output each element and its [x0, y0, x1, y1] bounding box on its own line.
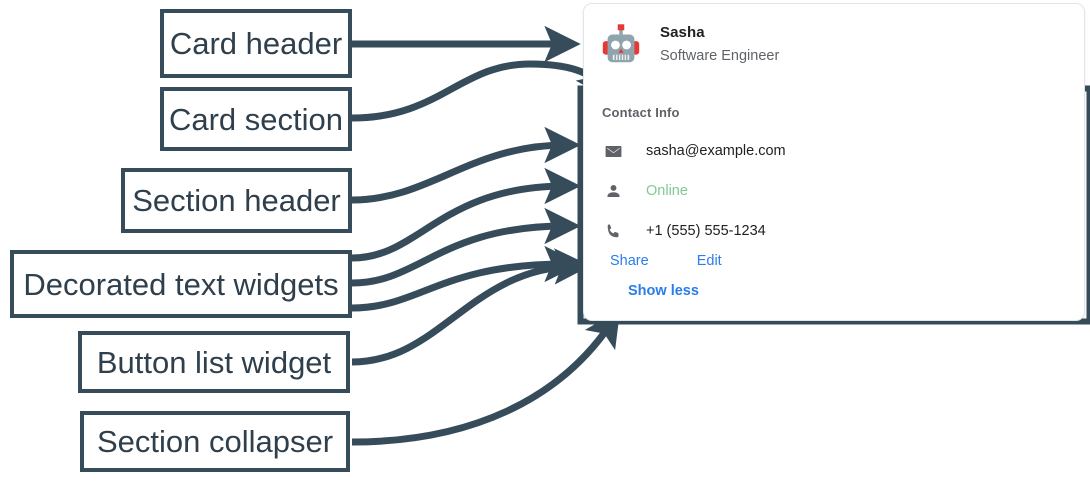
decorated-text-row-phone: +1 (555) 555-1234: [602, 211, 1084, 251]
button-list-widget: Share Edit: [610, 253, 1084, 269]
arrow-section-header: [351, 126, 581, 204]
decorated-text-row-status: Online: [602, 171, 1084, 211]
label-text: Section header: [132, 183, 341, 218]
label-card-section: Card section: [160, 87, 352, 151]
arrow-button-list: [351, 248, 591, 366]
arrow-card-section: [351, 59, 612, 122]
section-collapser-button[interactable]: Show less: [628, 283, 699, 299]
label-section-header: Section header: [121, 168, 352, 233]
edit-button[interactable]: Edit: [696, 253, 722, 269]
card-section: Contact Info sasha@example.com Online: [584, 87, 1084, 320]
label-text: Button list widget: [96, 344, 332, 380]
arrow-decorated-text-2: [351, 207, 581, 287]
arrow-decorated-text-3: [351, 245, 581, 312]
phone-icon: [602, 222, 624, 241]
label-text: Section collapser: [96, 424, 334, 459]
section-header: Contact Info: [602, 105, 680, 120]
arrow-section-collapser: [351, 309, 621, 446]
label-button-list-widget: Button list widget: [78, 331, 350, 393]
email-value: sasha@example.com: [646, 143, 786, 159]
label-decorated-text-widgets: Decorated text widgets: [10, 250, 352, 318]
card-header-text: Sasha Software Engineer: [660, 23, 779, 66]
status-value: Online: [646, 183, 688, 199]
label-text: Card header: [169, 26, 343, 61]
label-section-collapser: Section collapser: [80, 411, 350, 472]
label-text: Card section: [168, 101, 344, 137]
label-text: Decorated text widgets: [23, 266, 339, 302]
person-icon: [602, 182, 624, 201]
label-card-header: Card header: [160, 9, 352, 78]
arrow-decorated-text-1: [351, 167, 581, 262]
share-button[interactable]: Share: [610, 253, 649, 269]
contact-card: Sasha Software Engineer Contact Info sas…: [583, 3, 1085, 321]
email-icon: [602, 142, 624, 161]
robot-avatar-icon: [602, 24, 640, 63]
decorated-text-row-email: sasha@example.com: [602, 131, 1084, 171]
card-title: Sasha: [660, 24, 705, 42]
card-subtitle: Software Engineer: [660, 47, 780, 64]
phone-value: +1 (555) 555-1234: [646, 223, 766, 239]
card-header: Sasha Software Engineer: [584, 4, 1084, 86]
